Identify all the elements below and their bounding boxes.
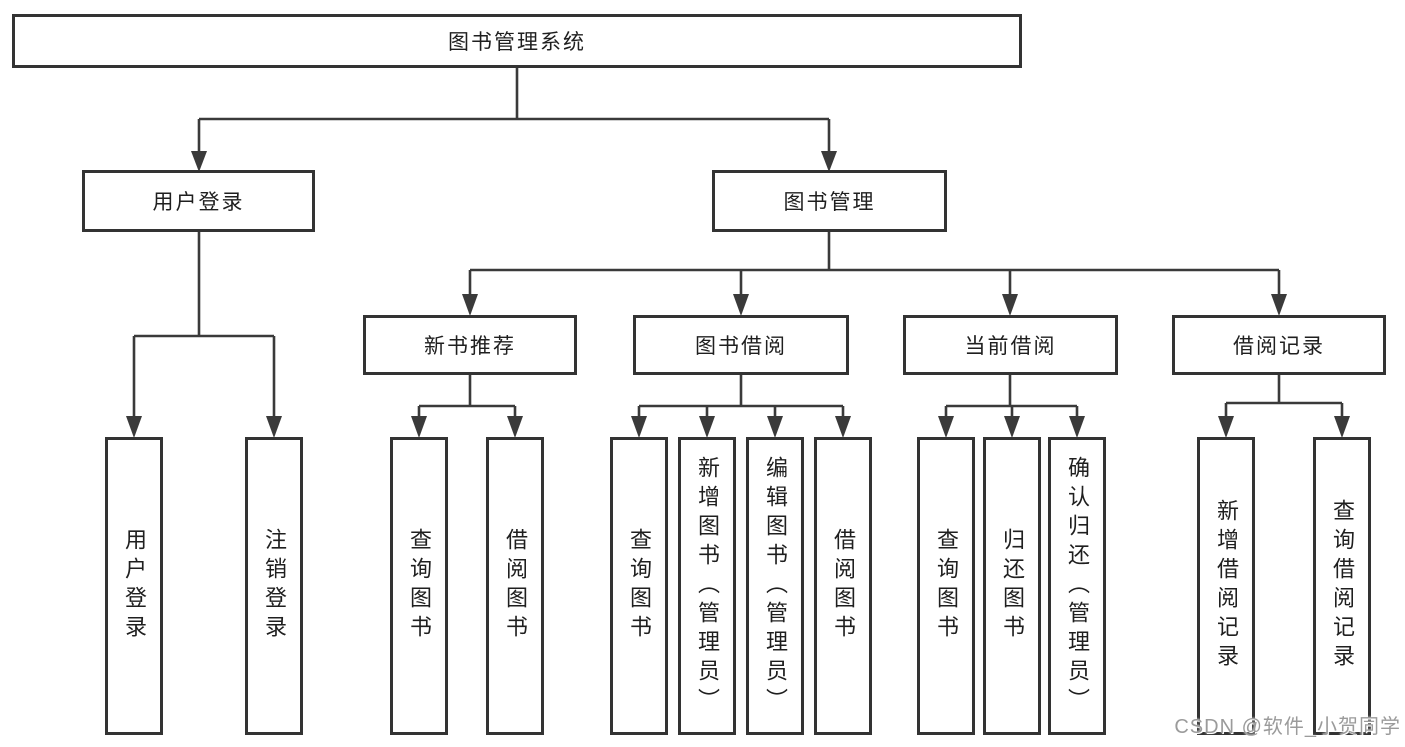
node-leaf-confirm-return-admin: 确认归还（管理员） <box>1048 437 1106 735</box>
node-leaf-return-books: 归还图书 <box>983 437 1041 735</box>
node-label: 确认归还（管理员） <box>1065 455 1090 717</box>
node-leaf-query-books-borrow: 查询图书 <box>610 437 668 735</box>
node-label: 当前借阅 <box>964 335 1057 358</box>
node-label: 借阅图书 <box>503 528 528 644</box>
node-label: 用户登录 <box>152 191 245 214</box>
node-label: 图书管理系统 <box>448 31 586 54</box>
node-book-management: 图书管理 <box>712 170 947 232</box>
node-user-login: 用户登录 <box>82 170 315 232</box>
node-label: 查询图书 <box>407 528 432 644</box>
node-leaf-borrow-books-recommend: 借阅图书 <box>486 437 544 735</box>
node-leaf-edit-books-admin: 编辑图书（管理员） <box>746 437 804 735</box>
node-label: 注销登录 <box>262 528 287 644</box>
node-borrow-records: 借阅记录 <box>1172 315 1386 375</box>
node-new-book-recommend: 新书推荐 <box>363 315 577 375</box>
node-label: 归还图书 <box>1000 528 1025 644</box>
node-label: 查询图书 <box>934 528 959 644</box>
node-current-borrow: 当前借阅 <box>903 315 1118 375</box>
node-label: 编辑图书（管理员） <box>763 455 788 717</box>
node-book-borrow: 图书借阅 <box>633 315 849 375</box>
connector-user-login-children <box>126 232 282 438</box>
node-label: 新书推荐 <box>424 335 516 358</box>
node-leaf-query-books-current: 查询图书 <box>917 437 975 735</box>
node-leaf-query-borrow-record: 查询借阅记录 <box>1313 437 1371 735</box>
node-label: 用户登录 <box>122 528 147 644</box>
node-label: 查询图书 <box>627 528 652 644</box>
connector-book-borrow-children <box>631 375 851 438</box>
node-label: 新增图书（管理员） <box>695 455 720 717</box>
connector-root-to-level2 <box>191 68 837 172</box>
csdn-watermark: CSDN @软件_小贺同学 <box>1174 716 1401 738</box>
node-label: 借阅图书 <box>831 528 856 644</box>
node-label: 图书借阅 <box>695 335 787 358</box>
node-leaf-add-borrow-record: 新增借阅记录 <box>1197 437 1255 735</box>
connector-book-management-children <box>462 232 1287 316</box>
node-leaf-user-login: 用户登录 <box>105 437 163 735</box>
node-leaf-query-books-recommend: 查询图书 <box>390 437 448 735</box>
node-label: 新增借阅记录 <box>1214 499 1239 673</box>
connector-borrow-records-children <box>1218 375 1350 438</box>
connector-new-book-children <box>411 375 523 438</box>
connector-current-borrow-children <box>938 375 1085 438</box>
node-leaf-add-books-admin: 新增图书（管理员） <box>678 437 736 735</box>
node-label: 查询借阅记录 <box>1330 499 1355 673</box>
node-label: 借阅记录 <box>1233 335 1325 358</box>
node-label: 图书管理 <box>783 191 876 214</box>
node-leaf-logout: 注销登录 <box>245 437 303 735</box>
node-library-management-system: 图书管理系统 <box>12 14 1022 68</box>
node-leaf-borrow-books: 借阅图书 <box>814 437 872 735</box>
